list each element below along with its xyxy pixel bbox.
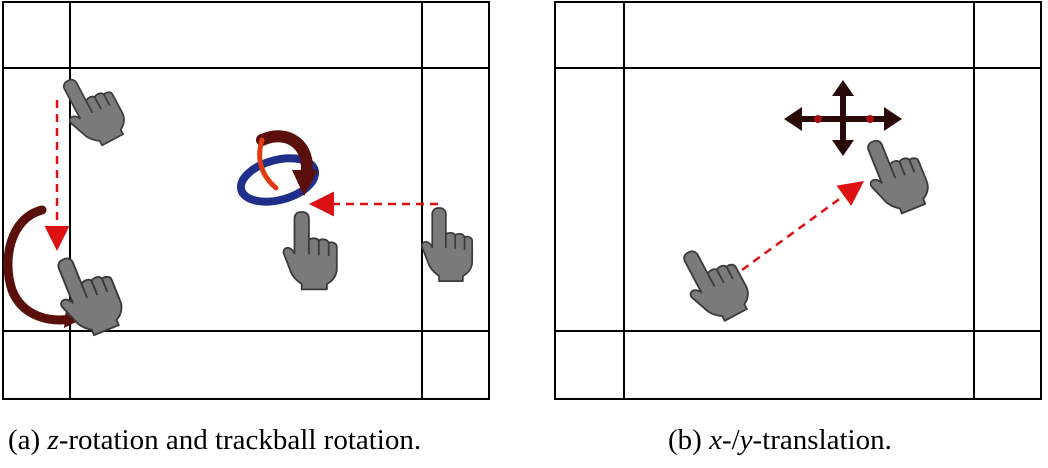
- caption-b: (b) x-/y-translation.: [668, 424, 892, 457]
- drag-path-diagonal: [741, 181, 865, 272]
- trackball-rotation-icon: [236, 130, 320, 206]
- pointing-hand-icon: [671, 235, 757, 331]
- panel-a-diagram: [2, 1, 490, 400]
- frame-a: [2, 1, 490, 400]
- caption-b-text: -translation.: [752, 424, 892, 456]
- caption-a-label: (a): [8, 424, 41, 456]
- caption-b-y: y: [739, 424, 753, 456]
- pointing-hand-icon: [421, 207, 474, 282]
- caption-b-sep: -/: [721, 424, 740, 456]
- pointing-hand-icon: [51, 64, 133, 155]
- pointing-hand-icon: [44, 244, 130, 344]
- caption-a-variable: z: [47, 424, 59, 456]
- caption-a: (a) z-rotation and trackball rotation.: [8, 424, 421, 457]
- four-way-move-icon: [784, 80, 902, 156]
- pointing-hand-icon: [855, 127, 936, 222]
- panel-z-rotation: (a) z-rotation and trackball rotation.: [0, 0, 500, 468]
- frame-b: [554, 1, 1042, 400]
- panel-xy-translation: (b) x-/y-translation.: [548, 0, 1048, 468]
- caption-b-x: x: [709, 424, 722, 456]
- caption-a-text: -rotation and trackball rotation.: [58, 424, 422, 456]
- caption-b-label: (b): [668, 424, 702, 456]
- pointing-hand-icon: [282, 211, 338, 291]
- panel-b-diagram: [554, 1, 1042, 400]
